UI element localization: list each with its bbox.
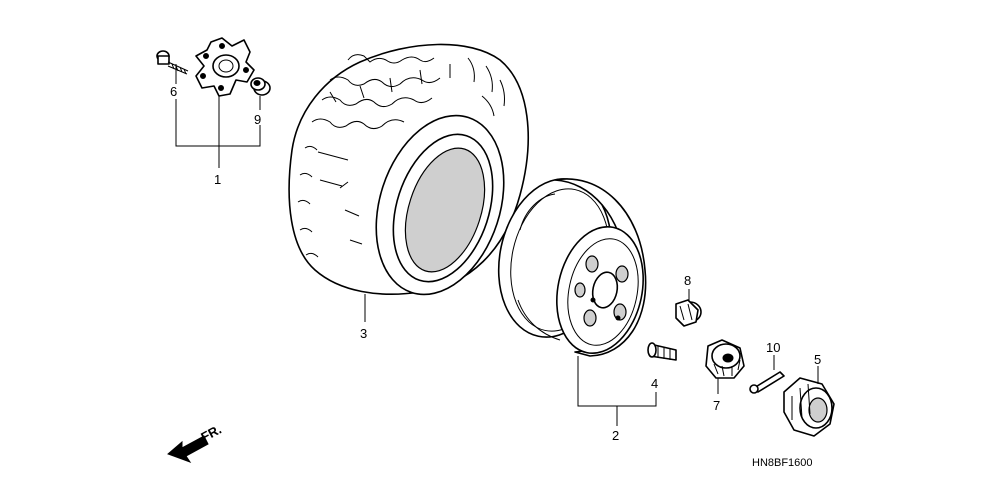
part-label-5: 5 [814, 352, 821, 367]
cotter-pin-part-10 [749, 371, 785, 394]
part-label-1: 1 [214, 172, 221, 187]
part-label-10: 10 [766, 340, 780, 355]
hub-plate-part-1 [195, 37, 255, 97]
leader-bracket-2 [577, 356, 657, 426]
part-label-9: 9 [254, 112, 261, 127]
front-direction-arrow: FR. [167, 422, 224, 463]
part-label-8: 8 [684, 273, 691, 288]
valve-stem-part-4 [647, 342, 677, 361]
part-label-6: 6 [170, 84, 177, 99]
wheel-rim-part-2 [497, 178, 647, 357]
part-label-4: 4 [651, 376, 658, 391]
spacer-part-9 [250, 77, 271, 96]
leader-bracket-1 [175, 64, 261, 168]
part-label-2: 2 [612, 428, 619, 443]
tire-part-3 [288, 43, 529, 296]
part-label-3: 3 [360, 326, 367, 341]
flange-bolt-part-6 [156, 50, 189, 75]
hub-cap-part-5 [783, 377, 835, 437]
diagram-reference-code: HN8BF1600 [752, 457, 813, 469]
cap-nut-part-8 [675, 299, 702, 327]
part-label-7: 7 [713, 398, 720, 413]
castle-nut-part-7 [705, 339, 745, 379]
